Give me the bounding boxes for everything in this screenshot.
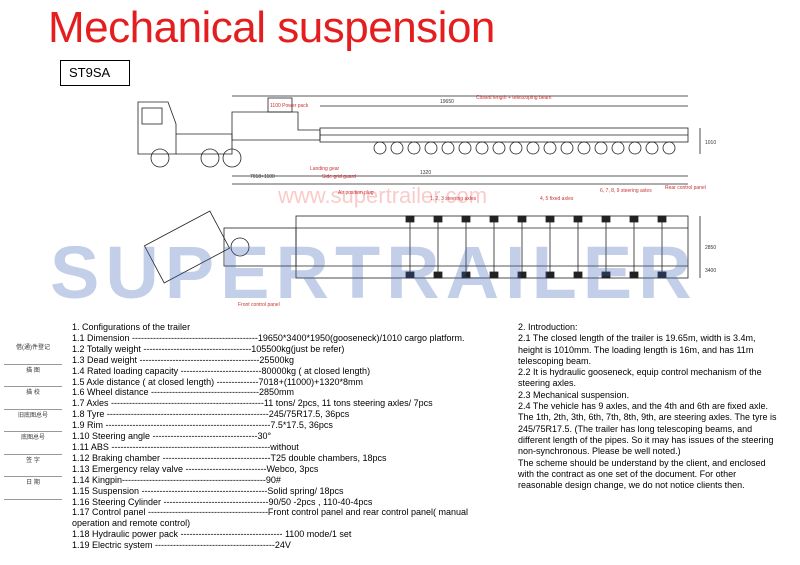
dimension-d1: 1320	[420, 170, 432, 176]
annotation-landing-gear: Landing gear	[310, 166, 340, 172]
spec-line: 1.17 Control panel ---------------------…	[72, 507, 469, 518]
intro-paragraph: 2.1 The closed length of the trailer is …	[518, 333, 756, 366]
specs-list: 1. Configurations of the trailer 1.1 Dim…	[72, 322, 512, 551]
spec-line: 1.15 Suspension ------------------------…	[72, 485, 344, 496]
spec-line: 1. Configurations of the trailer	[72, 322, 191, 332]
spec-line: 1.19 Electric system -------------------…	[72, 540, 291, 551]
dimension-width: 3400	[705, 268, 717, 274]
cab-window	[141, 107, 163, 125]
annotation-steering-axles-2: 6, 7, 8, 9 steering axles	[600, 188, 652, 194]
tractor-cab	[137, 101, 177, 155]
sidebox-row: 描 图	[4, 365, 62, 387]
spec-line: 1.9 Rim --------------------------------…	[72, 420, 333, 431]
annotation-front-control-panel: Front control panel	[238, 302, 280, 308]
spec-line: 1.6 Wheel distance ---------------------…	[72, 387, 294, 398]
spec-line: 1.13 Emergency relay valve -------------…	[72, 463, 319, 474]
spec-line: 1.16 Steering Cylinder -----------------…	[72, 496, 373, 507]
dimension-overall: 19650	[440, 99, 454, 105]
intro-paragraph: 2.3 Mechanical suspension.	[518, 389, 630, 400]
top-view-tyres	[405, 215, 667, 279]
spec-line: 1.4 Rated loading capacity -------------…	[72, 365, 371, 376]
sidebox-row: 底图总号	[4, 432, 62, 455]
spec-line: 1.1 Dimension --------------------------…	[72, 332, 465, 343]
annotation-steering-axles-1: 1, 2, 3 steering axles	[430, 196, 477, 202]
power-pack-box	[267, 97, 293, 113]
side-view-axles	[373, 141, 676, 155]
spec-line: 1.12 Braking chamber -------------------…	[72, 452, 387, 463]
annotation-closed-length: Closed length + telescoping beam	[476, 95, 552, 101]
intro-paragraph: 2. Introduction:	[518, 322, 578, 332]
spec-line: 1.18 Hydraulic power pack --------------…	[72, 529, 352, 540]
sidebox-row: 签 字	[4, 455, 62, 477]
spec-line: 1.11 ABS -------------------------------…	[72, 441, 299, 452]
gooseneck	[231, 111, 321, 141]
intro-paragraph: 2.2 It is hydraulic gooseneck, equip con…	[518, 367, 762, 389]
trailer-drawing	[137, 95, 701, 284]
annotation-side-grid-guard: Side grid guard	[322, 174, 356, 180]
spec-line: 1.8 Tyre -------------------------------…	[72, 409, 350, 420]
spec-line: 1.7 Axles ------------------------------…	[72, 398, 433, 409]
introduction: 2. Introduction: 2.1 The closed length o…	[518, 322, 780, 491]
sidebox-row: 旧底图总号	[4, 410, 62, 432]
intro-paragraph: 2.4 The vehicle has 9 axles, and the 4th…	[518, 401, 777, 457]
spec-line: operation and remote control)	[72, 518, 191, 529]
spec-line: 1.5 Axle distance ( at closed length) --…	[72, 376, 363, 387]
tractor-wheel-2	[200, 148, 220, 168]
top-view-axles	[409, 218, 663, 276]
annotation-power-pack: 1100 Power pack	[270, 103, 309, 109]
tractor-chassis	[176, 133, 233, 155]
sidebox-row: 描 校	[4, 387, 62, 410]
watermark-logo: SUPERTRAILER	[50, 231, 698, 314]
spec-line: 1.10 Steering angle --------------------…	[72, 431, 272, 442]
spec-line: 1.2 Totally weight ---------------------…	[72, 343, 345, 354]
watermark-url: www.supertrailer.com	[278, 183, 488, 208]
tractor-top-view	[143, 210, 231, 284]
tractor-wheel-3	[222, 148, 242, 168]
model-label: ST9SA	[60, 60, 130, 86]
spec-line: 1.14 Kingpin----------------------------…	[72, 474, 281, 485]
sidebox-row: 借(通)件登记	[4, 342, 62, 365]
annotation-fixed-axles: 4, 5 fixed axles	[540, 196, 574, 202]
sidebox-row: 日 期	[4, 477, 62, 500]
registry-sidebox: 借(通)件登记 描 图 描 校 旧底图总号 底图总号 签 字 日 期	[4, 342, 62, 500]
annotation-rear-control-panel: Rear control panel	[665, 185, 706, 191]
dimension-height: 1010	[705, 140, 717, 146]
tractor-wheel-1	[150, 148, 170, 168]
annotation-air-position-plug: Air position plug	[338, 190, 374, 196]
spec-line: 1.3 Dead weight ------------------------…	[72, 354, 294, 365]
dimension-d3: 2850	[705, 245, 717, 251]
top-view-gooseneck	[223, 227, 297, 267]
kingpin-circle	[230, 237, 250, 257]
dimension-d2: 7018+1100	[250, 174, 275, 180]
intro-paragraph: The scheme should be understand by the c…	[518, 457, 766, 491]
page-title: Mechanical suspension	[48, 3, 495, 52]
